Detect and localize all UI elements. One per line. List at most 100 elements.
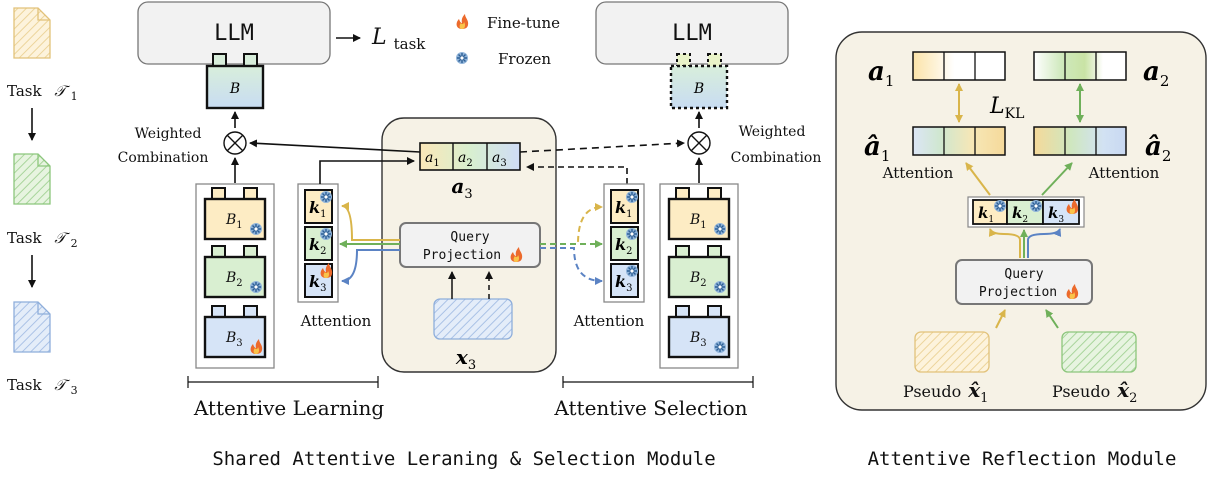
- a3-title-sub: 3: [464, 187, 472, 202]
- svg-text:â1: â1: [864, 132, 890, 165]
- b1-main-left: B: [225, 212, 236, 228]
- weighted-sum-symbol-right: [687, 131, 711, 155]
- attn-a2-main: a: [458, 150, 466, 166]
- b2-main-right: B: [689, 270, 700, 286]
- task-3-sub: 3: [71, 384, 78, 397]
- arrow-pseudo1-to-query: [995, 309, 1006, 329]
- arrow-keys-left-to-a3: [319, 157, 415, 184]
- svg-text:Task 𝒯 1: Task 𝒯 1: [7, 82, 78, 103]
- snowflake-icon-k1-left: [319, 190, 333, 204]
- x3-sub: 3: [468, 358, 476, 373]
- svg-text:k2: k2: [309, 235, 326, 257]
- task-3-symbol: 𝒯: [54, 376, 70, 394]
- svg-text:k1: k1: [615, 198, 632, 220]
- refl-a2hat-vector: [1033, 126, 1127, 156]
- k3-main-left: k: [309, 272, 320, 291]
- pseudo-x1-box: [914, 331, 990, 373]
- a3-title-main: a: [451, 174, 464, 198]
- input-x3-box: [433, 298, 513, 340]
- block-b-label-left: B: [229, 81, 240, 97]
- refl-attention-label-left: Attention: [882, 164, 954, 182]
- svg-text:a1: a1: [868, 57, 894, 90]
- arrow-pseudo2-to-query: [1045, 309, 1059, 329]
- task-3: Task 𝒯 3: [7, 301, 78, 397]
- svg-text:k1: k1: [978, 204, 994, 225]
- task-2-label: Task: [7, 229, 42, 247]
- svg-text:B2: B2: [689, 270, 707, 289]
- block-b-right: B: [669, 53, 729, 110]
- task-1-sub: 1: [71, 90, 78, 103]
- block-b2-right: B2: [667, 245, 731, 299]
- k1-main-right: k: [615, 198, 626, 217]
- arrow-query-to-k1-right: [540, 203, 603, 245]
- snowflake-icon-b1-right: [713, 222, 727, 236]
- b2-main-left: B: [225, 270, 236, 286]
- b2-sub-left: 2: [236, 278, 242, 289]
- task-2: Task 𝒯 2: [7, 153, 78, 250]
- attention-label-left: Attention: [300, 312, 372, 330]
- attn-a2-sub: 2: [466, 158, 472, 169]
- block-b-left: B: [205, 53, 265, 110]
- arrow-keys-to-a2hat: [1041, 162, 1073, 196]
- weighted-combination-left-line1: Weighted: [135, 126, 202, 142]
- lkl-sub: KL: [1005, 106, 1025, 122]
- pseudo2-main: x̂: [1116, 378, 1130, 402]
- query-projection-reflection: Query Projection: [955, 259, 1093, 305]
- refl-key-row: k1 k2 k3: [967, 196, 1085, 228]
- attn-a3-main: a: [492, 150, 500, 166]
- svg-text:a1: a1: [425, 150, 440, 169]
- legend-frozen: Frozen: [498, 50, 551, 68]
- task-3-label: Task: [7, 376, 42, 394]
- attention-vector-a3: a1 a2 a3: [419, 142, 521, 171]
- task-1-symbol: 𝒯: [54, 82, 70, 100]
- snowflake-icon-refl-k1: [993, 199, 1007, 213]
- svg-text:â2: â2: [1145, 132, 1171, 165]
- block-b3-right: B3: [667, 305, 731, 359]
- svg-text:B1: B1: [225, 212, 243, 231]
- svg-text:B3: B3: [689, 330, 707, 349]
- attentive-learning-label: Attentive Learning: [193, 396, 385, 420]
- b2-sub-right: 2: [700, 278, 706, 289]
- k1-sub-left: 1: [320, 209, 326, 220]
- svg-text:a3: a3: [492, 150, 507, 169]
- svg-text:k2: k2: [1012, 204, 1028, 225]
- task-2-symbol: 𝒯: [54, 229, 70, 247]
- svg-text:B3: B3: [225, 330, 243, 349]
- block-b-label-right: B: [693, 81, 704, 97]
- snowflake-icon-b3-right: [713, 340, 727, 354]
- arrow-keys-right-to-a3: [526, 163, 628, 184]
- refl-attention-label-right: Attention: [1088, 164, 1160, 182]
- svg-text:k2: k2: [615, 235, 632, 257]
- loss-task-main: L: [371, 25, 387, 50]
- x3-main: x: [455, 345, 469, 369]
- attention-label-right: Attention: [573, 312, 645, 330]
- refl-a2hat-sub: 2: [1162, 147, 1172, 165]
- refl-a2-vector: [1033, 51, 1127, 81]
- svg-text:B1: B1: [689, 212, 707, 231]
- weighted-combination-left-line2: Combination: [118, 150, 209, 166]
- b1-sub-left: 1: [236, 220, 242, 231]
- block-b3-left: B3: [203, 305, 267, 359]
- b3-main-left: B: [225, 330, 236, 346]
- refl-a1hat-vector: [912, 126, 1006, 156]
- legend-finetune: Fine-tune: [487, 14, 560, 32]
- llm-label-right: LLM: [672, 21, 712, 46]
- snowflake-icon-b1-left: [249, 222, 263, 236]
- key-k1-left: k1: [304, 189, 333, 224]
- arrow-query-to-k3-left: [341, 249, 400, 285]
- arrow-query-to-k3-right: [540, 247, 603, 285]
- attn-a1-main: a: [425, 150, 433, 166]
- pseudo1-main: x̂: [967, 378, 981, 402]
- b3-sub-right: 3: [700, 338, 706, 349]
- arrow-keys-to-a1hat: [965, 162, 991, 196]
- reflection-module-caption: Attentive Reflection Module: [868, 448, 1177, 470]
- weighted-combination-right-line1: Weighted: [739, 124, 806, 140]
- pseudo1-sub: 1: [980, 391, 988, 406]
- svg-text:B2: B2: [225, 270, 243, 289]
- weighted-sum-symbol-left: [223, 131, 247, 155]
- arrow-query-to-k1-left: [341, 202, 400, 241]
- block-b1-right: B1: [667, 187, 731, 241]
- snowflake-icon-k2-right: [625, 227, 639, 241]
